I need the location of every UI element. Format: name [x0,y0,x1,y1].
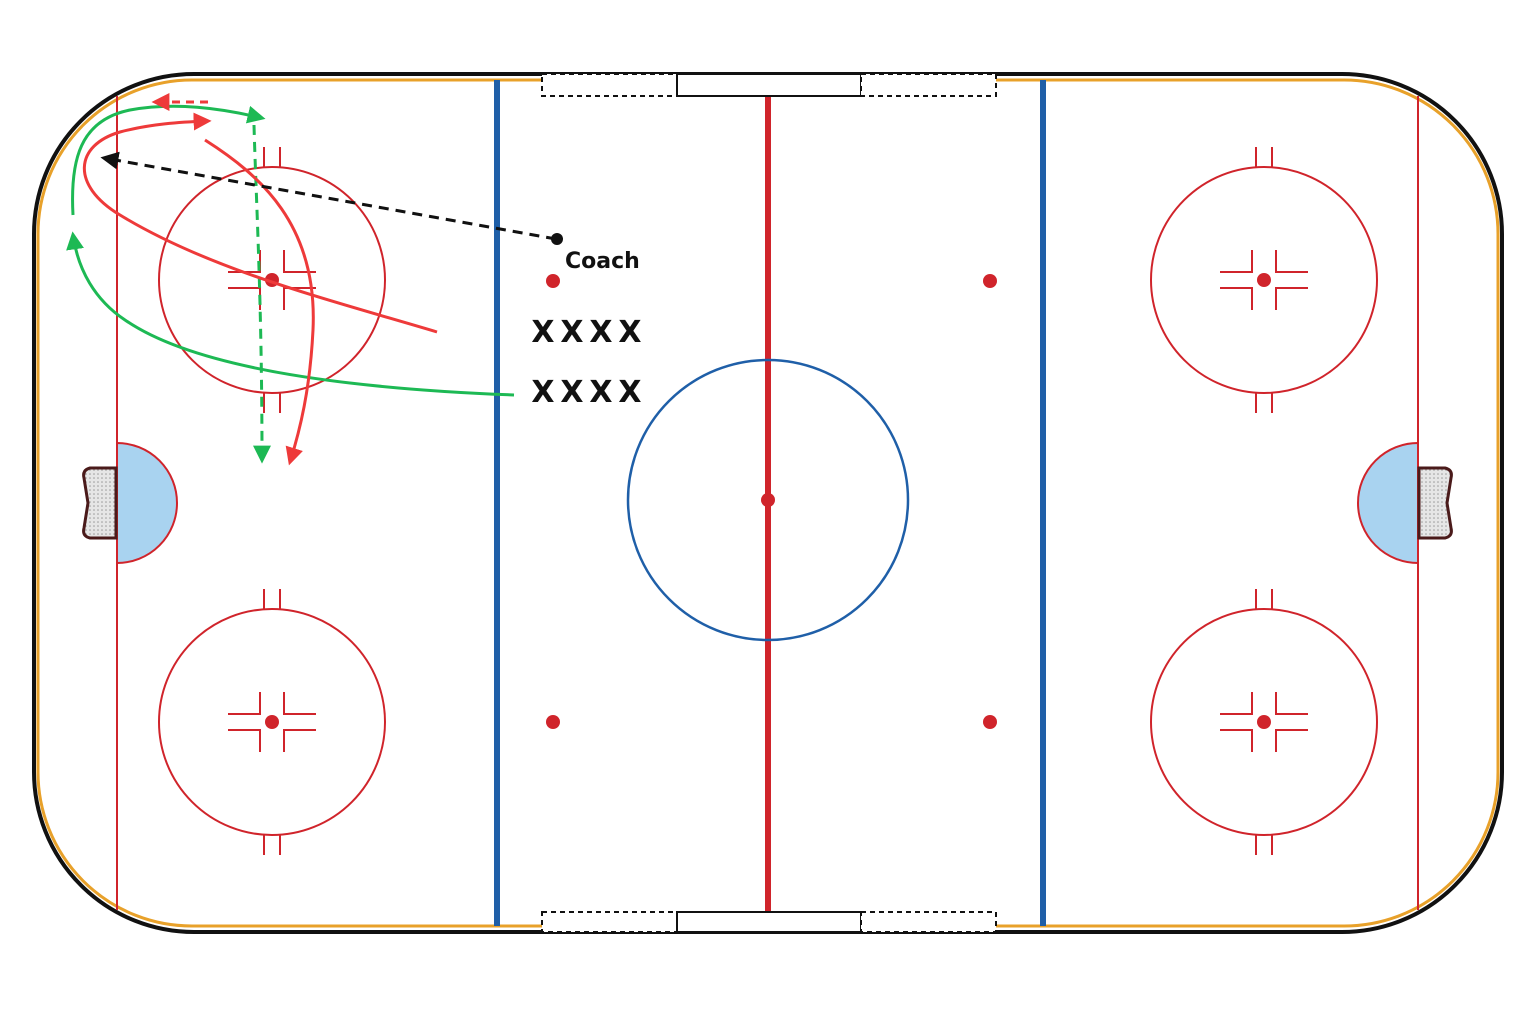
player-marker: X [618,315,641,350]
green-skate-path [66,231,515,397]
faceoff-circles [158,147,1378,855]
player-marker: X [589,375,612,410]
player-marker: X [531,315,554,350]
neutral-dot-bottom-right [983,715,997,729]
drill-paths [66,93,557,466]
red-curve-path [204,138,315,466]
red-skate-path [82,112,438,334]
crease-left [116,441,178,565]
faceoff-circle-bottom-right [1150,589,1378,855]
faceoff-dot-top-right [1257,273,1271,287]
faceoff-dot-bottom-left [265,715,279,729]
crease-right [1357,441,1419,565]
neutral-dot-top-right [983,274,997,288]
faceoff-dot-bottom-right [1257,715,1271,729]
player-marker: X [589,315,612,350]
player-marker: X [560,315,583,350]
faceoff-circle-bottom-left [158,589,386,855]
center-circle [626,358,910,642]
coach-label: Coach [565,249,640,274]
center-faceoff-dot [761,493,775,507]
coach-marker [551,233,563,245]
green-loop-path [71,104,266,216]
neutral-dot-bottom-left [546,715,560,729]
bench-top [541,73,997,97]
green-dashed-path [252,124,271,464]
player-marker: X [618,375,641,410]
faceoff-circle-top-left [158,147,386,413]
net-right [1417,466,1453,540]
faceoff-circle-top-right [1150,147,1378,413]
net-left [82,466,118,540]
coach-pass-path [100,151,557,241]
player-marker: X [531,375,554,410]
neutral-dot-top-left [546,274,560,288]
bench-bottom [541,911,997,933]
player-marker: X [560,375,583,410]
